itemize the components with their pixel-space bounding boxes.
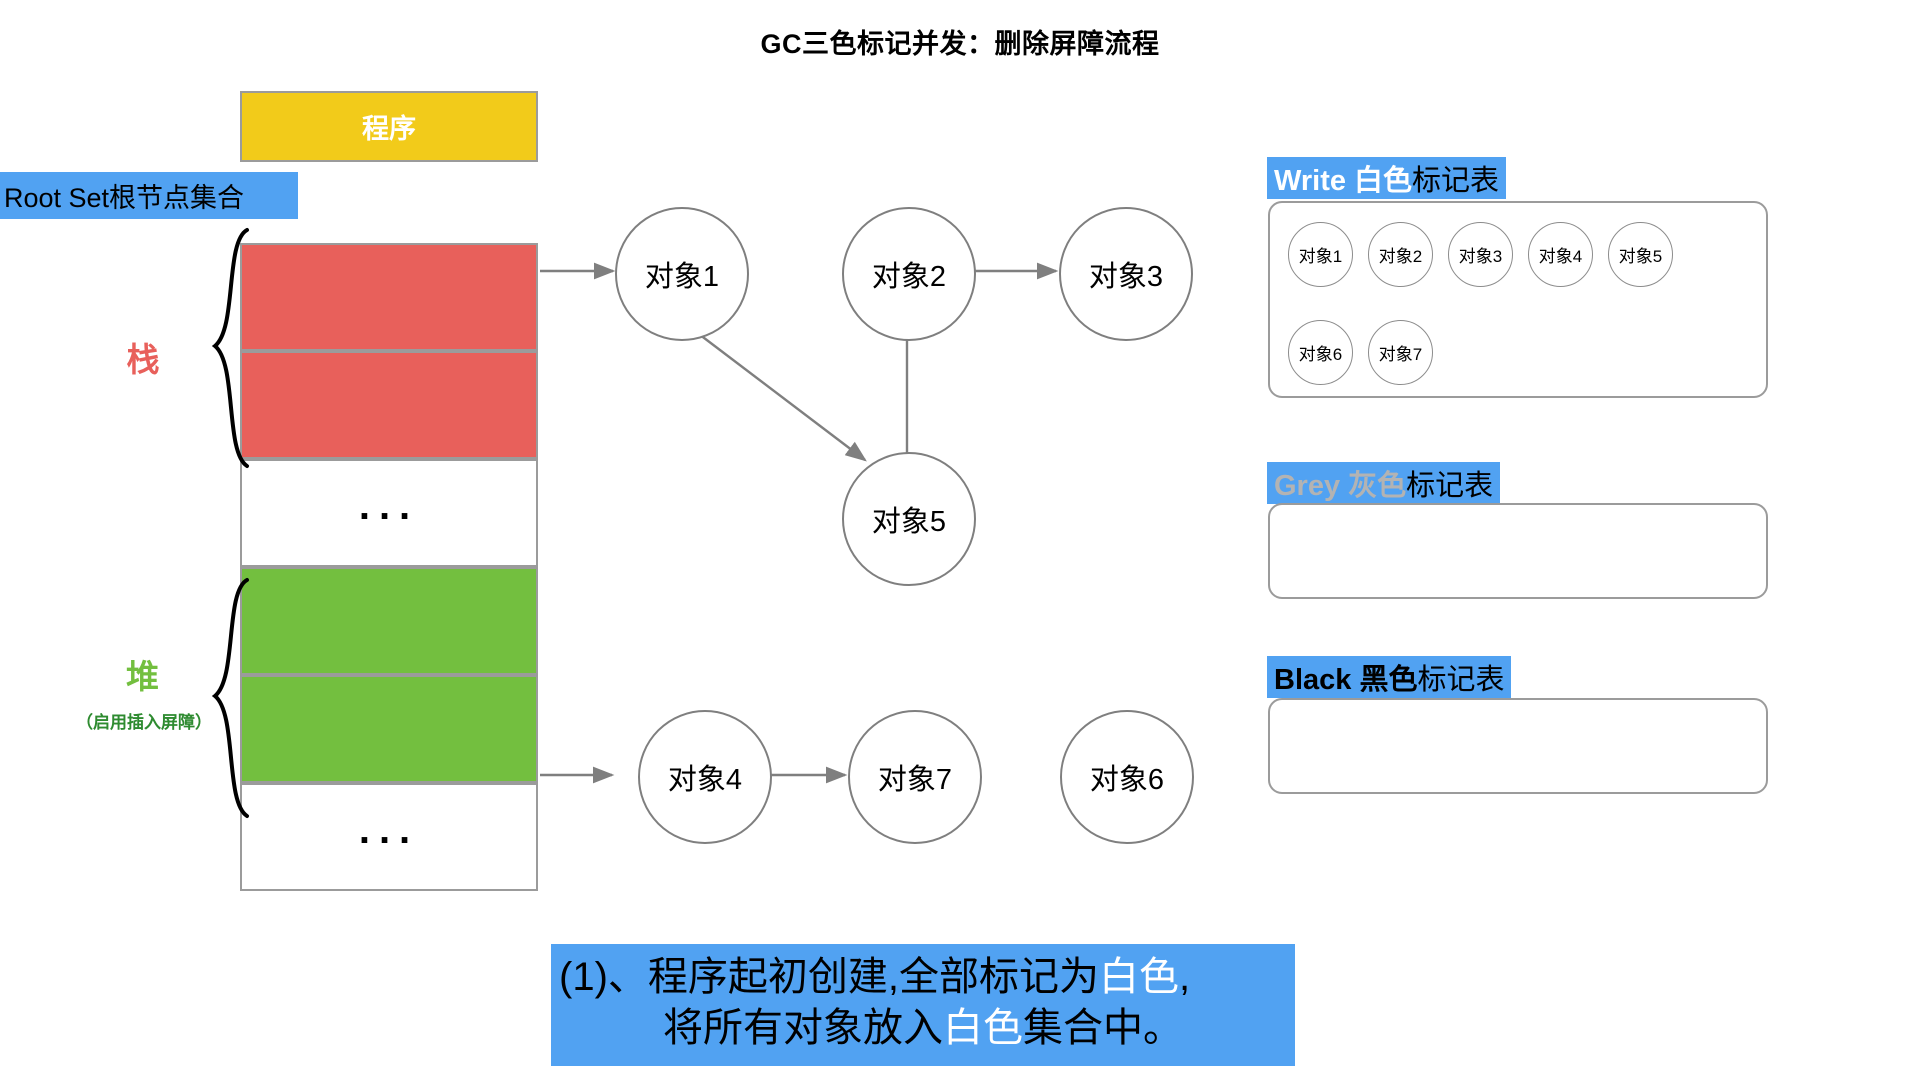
root-set-band: Root Set根节点集合 bbox=[0, 172, 298, 219]
node-label: 对象5 bbox=[871, 506, 947, 538]
header-rest: 标记表 bbox=[1417, 664, 1505, 696]
graph-node-obj6[interactable]: 对象6 bbox=[1060, 710, 1194, 844]
chip[interactable]: 对象7 bbox=[1368, 320, 1433, 385]
header-strong: Write 白色 bbox=[1274, 165, 1413, 197]
header-rest: 标记表 bbox=[1406, 470, 1494, 502]
black-mark-table-body bbox=[1268, 698, 1768, 794]
heap-label: 堆 bbox=[126, 658, 159, 695]
white-mark-table-body bbox=[1268, 201, 1768, 398]
header-strong: Black 黑色 bbox=[1274, 664, 1418, 696]
node-label: 对象1 bbox=[644, 261, 720, 293]
heap-brace bbox=[211, 578, 249, 818]
chip[interactable]: 对象5 bbox=[1608, 222, 1673, 287]
white-mark-table-row-2: 对象6 对象7 bbox=[1288, 320, 1433, 385]
header-strong: Grey 灰色 bbox=[1274, 470, 1407, 502]
caption-line2-highlight: 白色 bbox=[943, 1006, 1023, 1051]
node-label: 对象7 bbox=[877, 764, 953, 796]
caption-line1-text: (1)、程序起初创建,全部标记为 bbox=[559, 955, 1099, 999]
white-mark-table-row-1: 对象1 对象2 对象3 对象4 对象5 bbox=[1288, 222, 1673, 287]
chip[interactable]: 对象6 bbox=[1288, 320, 1353, 385]
graph-node-obj1[interactable]: 对象1 bbox=[615, 207, 749, 341]
graph-node-obj3[interactable]: 对象3 bbox=[1059, 207, 1193, 341]
caption-line2-tail: 集合中。 bbox=[1023, 1006, 1183, 1051]
grey-mark-table-body bbox=[1268, 503, 1768, 599]
page-title: GC三色标记并发：删除屏障流程 bbox=[760, 29, 1160, 59]
stack-slot-2 bbox=[240, 351, 538, 459]
node-label: 对象6 bbox=[1089, 764, 1165, 796]
graph-node-obj4[interactable]: 对象4 bbox=[638, 710, 772, 844]
chip[interactable]: 对象2 bbox=[1368, 222, 1433, 287]
node-label: 对象4 bbox=[667, 764, 743, 796]
node-label: 对象2 bbox=[871, 261, 947, 293]
heap-slot-2 bbox=[240, 675, 538, 783]
stack-slot-1 bbox=[240, 243, 538, 351]
graph-node-obj5[interactable]: 对象5 bbox=[842, 452, 976, 586]
white-mark-table-header: Write 白色 标记表 bbox=[1267, 157, 1507, 199]
caption-line1-tail: , bbox=[1179, 955, 1191, 999]
stack-brace bbox=[211, 228, 249, 468]
chip[interactable]: 对象1 bbox=[1288, 222, 1353, 287]
step-caption: (1)、程序起初创建,全部标记为白色, 将所有对象放入白色集合中。 bbox=[551, 944, 1295, 1067]
program-block: 程序 bbox=[240, 91, 538, 162]
stack-label: 栈 bbox=[126, 341, 160, 378]
node-label: 对象3 bbox=[1088, 261, 1164, 293]
chip[interactable]: 对象4 bbox=[1528, 222, 1593, 287]
heap-slot-1 bbox=[240, 567, 538, 675]
caption-line2-text: 将所有对象放入 bbox=[663, 1006, 943, 1051]
caption-line1-highlight: 白色 bbox=[1099, 955, 1179, 999]
header-rest: 标记表 bbox=[1412, 165, 1500, 197]
graph-node-obj7[interactable]: 对象7 bbox=[848, 710, 982, 844]
black-mark-table-header: Black 黑色 标记表 bbox=[1267, 656, 1512, 698]
graph-node-obj2[interactable]: 对象2 bbox=[842, 207, 976, 341]
heap-sublabel: （启用插入屏障） bbox=[76, 713, 212, 732]
heap-gap-ellipsis: ... bbox=[240, 783, 538, 891]
stack-gap-ellipsis: ... bbox=[240, 459, 538, 567]
grey-mark-table-header: Grey 灰色 标记表 bbox=[1267, 462, 1501, 504]
chip[interactable]: 对象3 bbox=[1448, 222, 1513, 287]
memory-column: 程序 ... ... bbox=[240, 91, 538, 891]
